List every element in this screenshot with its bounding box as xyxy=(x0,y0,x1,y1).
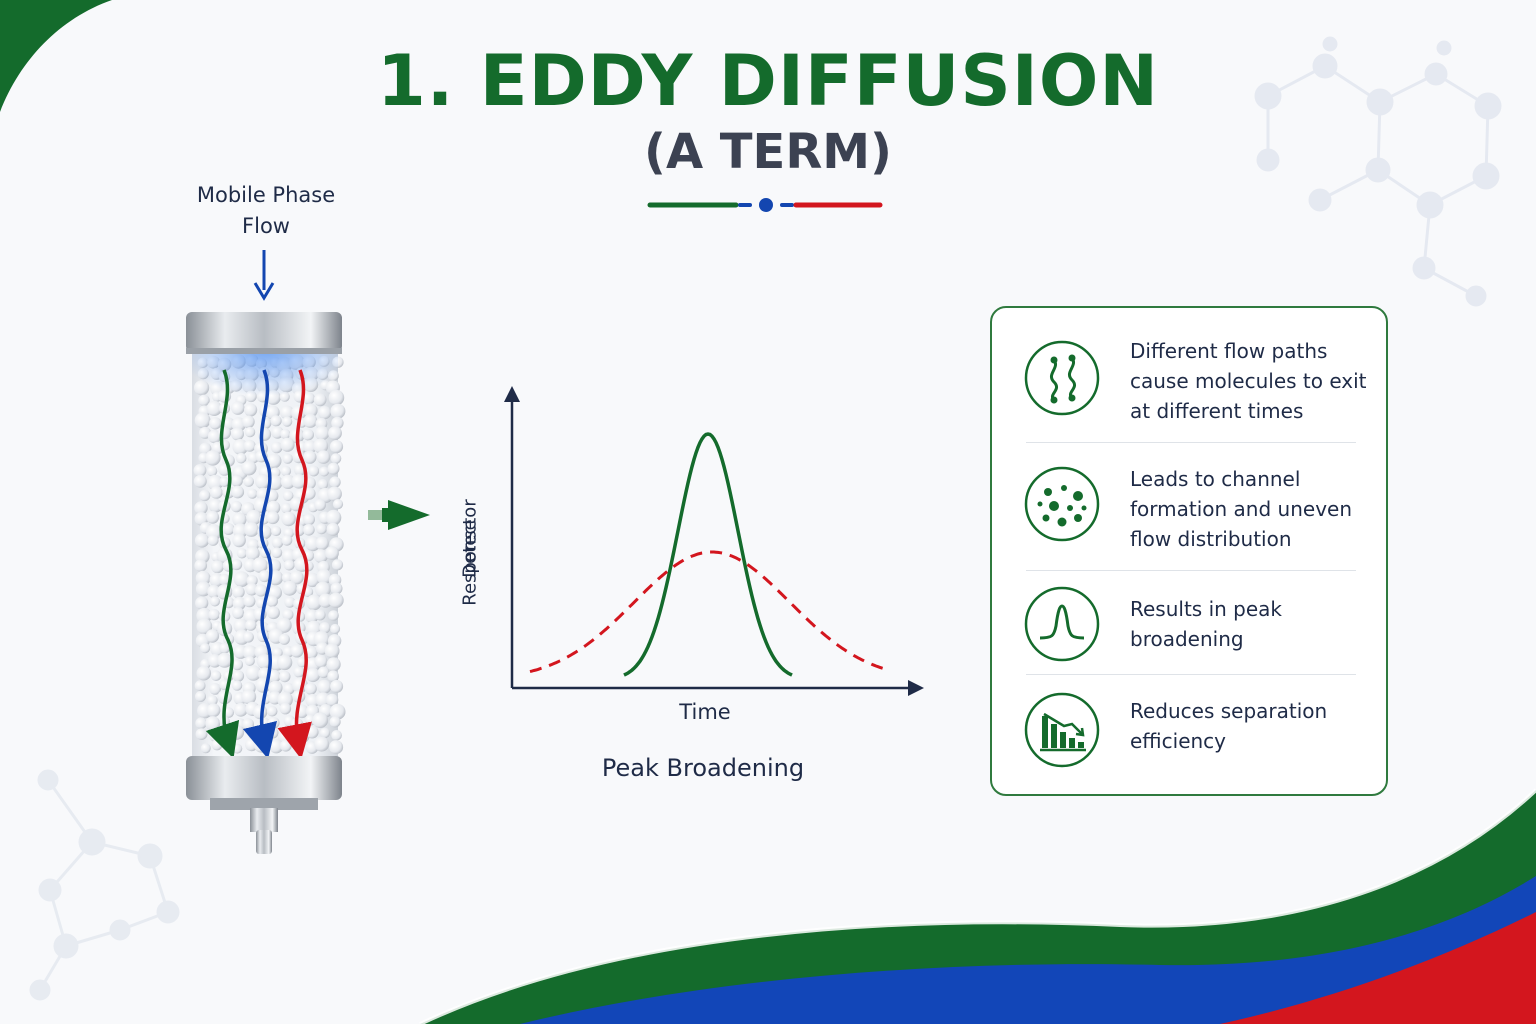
molecule-network-bottom-left xyxy=(29,769,180,1001)
divider xyxy=(1026,570,1356,571)
wave-highlight xyxy=(419,788,1536,1024)
flow-paths-icon xyxy=(1024,340,1100,416)
effects-card: Different flow paths cause molecules to … xyxy=(990,306,1388,796)
divider xyxy=(1026,442,1356,443)
molecule-network-top-right xyxy=(1254,36,1502,307)
wave-red xyxy=(1220,912,1536,1024)
page-subtitle: (A TERM) xyxy=(644,124,892,180)
declining-bars-icon xyxy=(1024,692,1100,768)
x-axis-label: Time xyxy=(679,700,731,724)
effect-text: Results in peak broadening xyxy=(1130,597,1283,651)
mobile-phase-flow-label: Mobile Phase Flow xyxy=(196,183,336,238)
effect-text: Leads to channel formation and uneven fl… xyxy=(1130,467,1353,551)
wave-blue xyxy=(520,876,1536,1024)
peak-broadening-caption: Peak Broadening xyxy=(601,754,805,782)
peak-icon xyxy=(1024,586,1100,662)
page-title: 1. EDDY DIFFUSION xyxy=(377,40,1159,122)
divider xyxy=(1026,674,1356,675)
scattered-particles-icon xyxy=(1024,466,1100,542)
effect-text: Different flow paths cause molecules to … xyxy=(1130,339,1367,423)
effect-text: Reduces separation efficiency xyxy=(1130,699,1328,753)
corner-swoosh xyxy=(0,0,112,112)
